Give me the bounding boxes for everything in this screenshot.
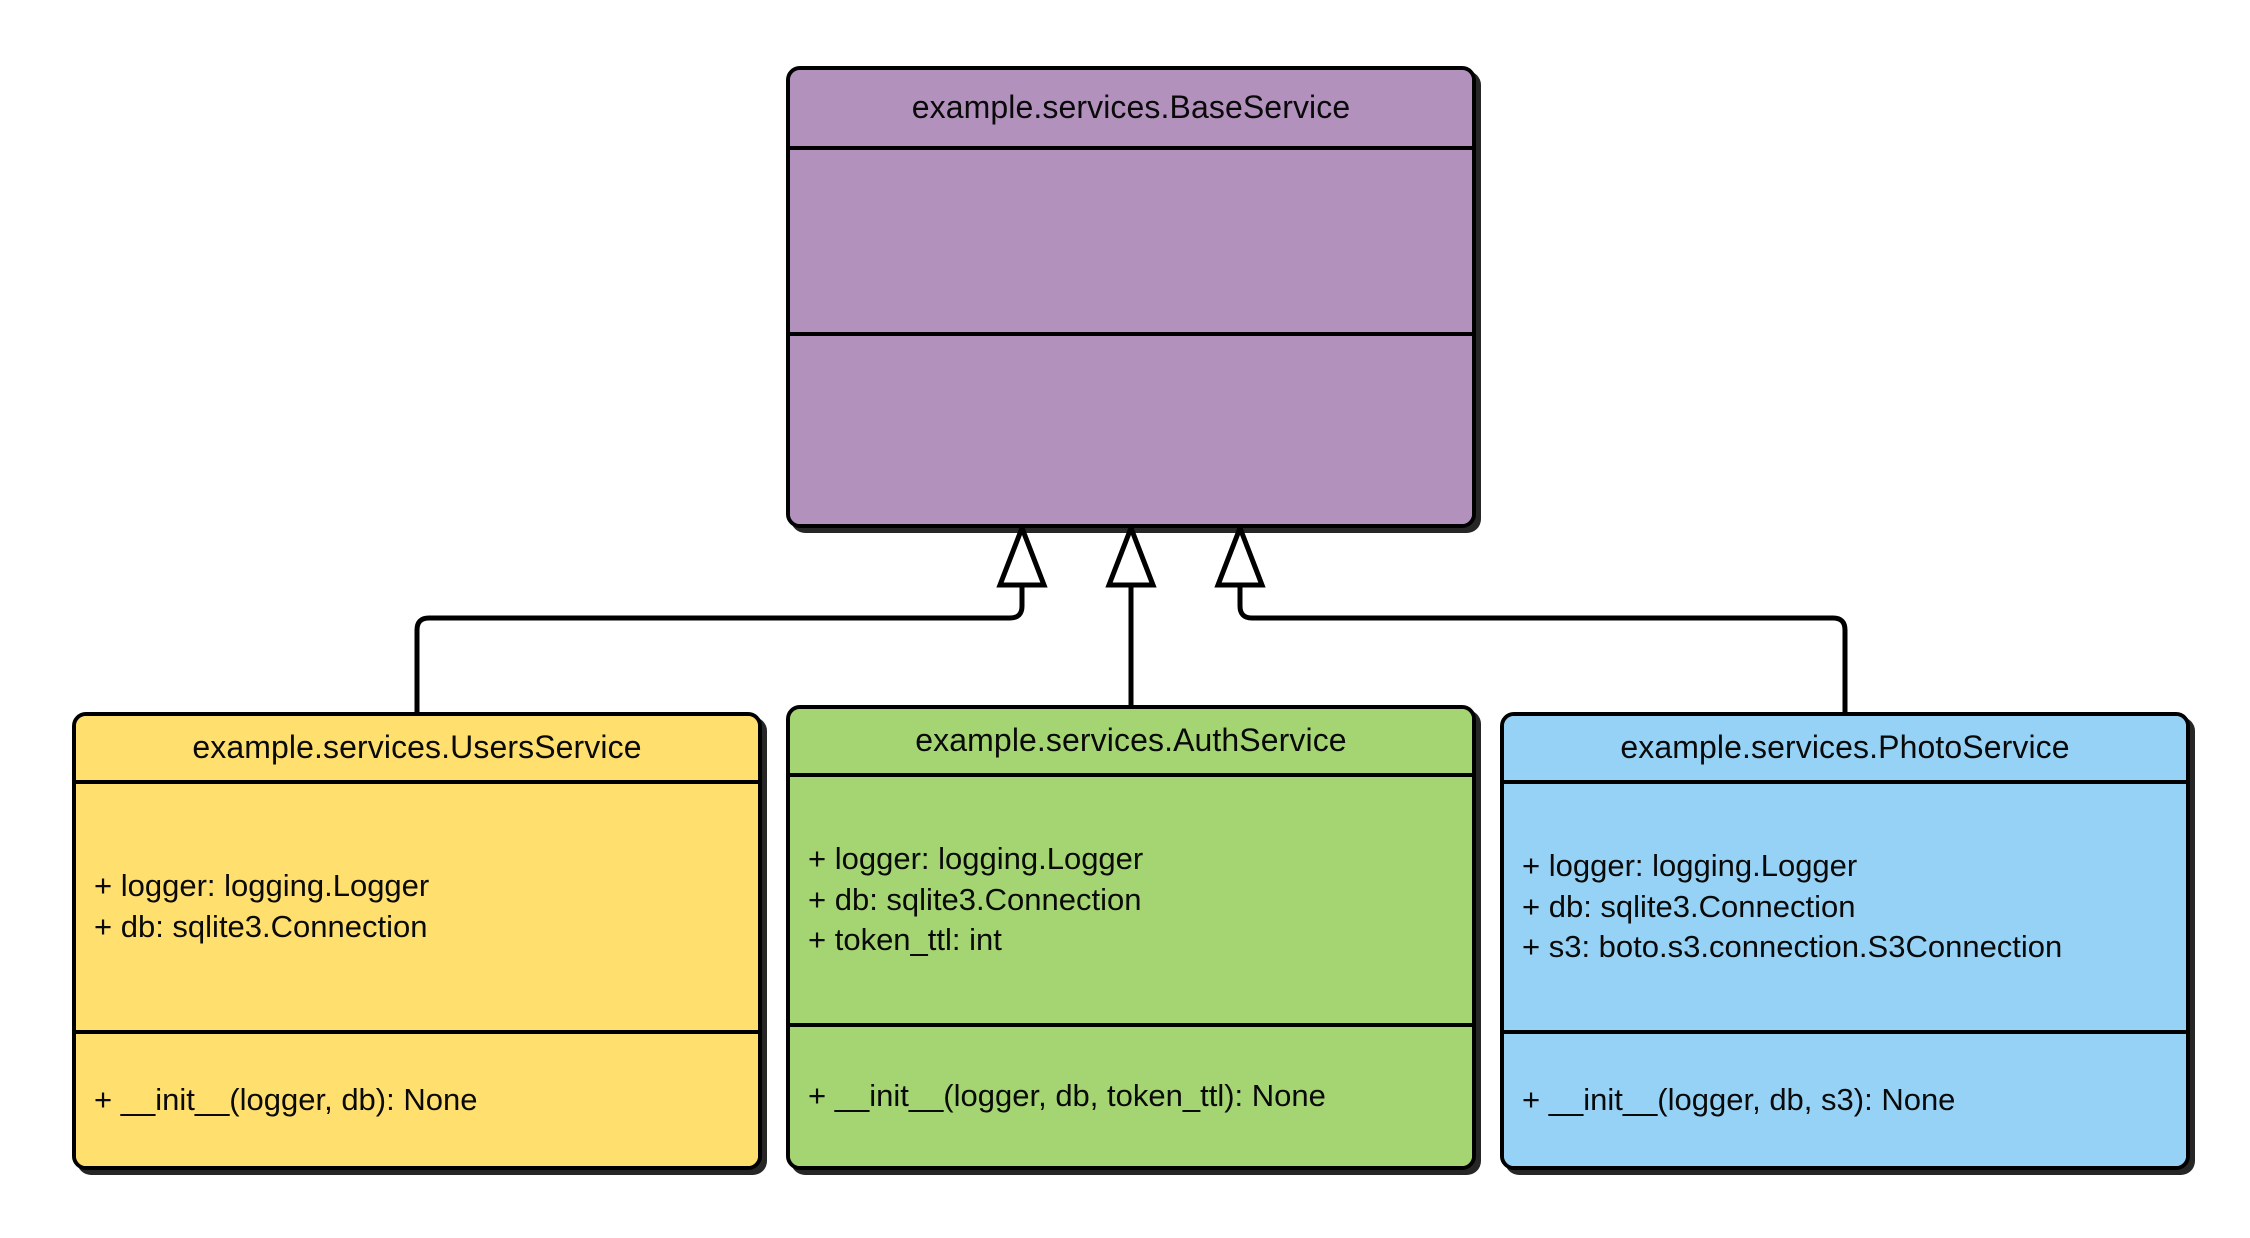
attribute-line: + db: sqlite3.Connection xyxy=(808,881,1142,917)
edge-users-line xyxy=(414,585,1025,712)
generalization-arrowhead-icon xyxy=(1214,521,1266,588)
class-methods-band-base-service xyxy=(790,336,1472,524)
class-attributes-band-photo-service: + logger: logging.Logger + db: sqlite3.C… xyxy=(1504,784,2186,1034)
class-title-photo-service: example.services.PhotoService xyxy=(1620,729,2070,766)
class-title-auth-service: example.services.AuthService xyxy=(915,722,1347,759)
class-attributes-band-auth-service: + logger: logging.Logger + db: sqlite3.C… xyxy=(790,777,1472,1027)
class-methods-band-photo-service: + __init__(logger, db, s3): None xyxy=(1504,1034,2186,1166)
generalization-arrowhead-icon xyxy=(1105,521,1157,588)
class-node-photo-service[interactable]: example.services.PhotoService + logger: … xyxy=(1500,712,2190,1170)
generalization-arrowhead-icon xyxy=(996,521,1048,588)
edge-photo-to-base xyxy=(1214,521,1848,712)
class-title-base-service: example.services.BaseService xyxy=(911,89,1351,126)
edge-auth-to-base xyxy=(1105,521,1157,705)
attribute-line: + db: sqlite3.Connection xyxy=(1522,888,1856,924)
edge-users-to-base xyxy=(414,521,1048,712)
attribute-line: + logger: logging.Logger xyxy=(1522,847,1858,883)
attribute-line: + token_ttl: int xyxy=(808,922,1002,958)
edge-photo-line xyxy=(1237,585,1848,712)
class-name-band-users-service: example.services.UsersService xyxy=(76,716,758,784)
attribute-line: + db: sqlite3.Connection xyxy=(94,909,428,944)
method-line: + __init__(logger, db): None xyxy=(94,1081,478,1117)
class-attributes-band-users-service: + logger: logging.Logger + db: sqlite3.C… xyxy=(76,784,758,1034)
class-name-band-photo-service: example.services.PhotoService xyxy=(1504,716,2186,784)
class-node-auth-service[interactable]: example.services.AuthService + logger: l… xyxy=(786,705,1476,1170)
class-attributes-band-base-service xyxy=(790,150,1472,336)
class-node-base-service[interactable]: example.services.BaseService xyxy=(786,66,1476,528)
class-name-band-auth-service: example.services.AuthService xyxy=(790,709,1472,777)
attribute-line: + logger: logging.Logger xyxy=(94,868,430,904)
attribute-line: + s3: boto.s3.connection.S3Connection xyxy=(1522,929,2063,965)
class-methods-band-auth-service: + __init__(logger, db, token_ttl): None xyxy=(790,1027,1472,1166)
method-line: + __init__(logger, db, s3): None xyxy=(1522,1081,1956,1117)
class-methods-band-users-service: + __init__(logger, db): None xyxy=(76,1034,758,1166)
attribute-line: + logger: logging.Logger xyxy=(808,840,1144,876)
class-title-users-service: example.services.UsersService xyxy=(192,729,642,766)
class-node-users-service[interactable]: example.services.UsersService + logger: … xyxy=(72,712,762,1170)
class-name-band-base-service: example.services.BaseService xyxy=(790,70,1472,150)
method-line: + __init__(logger, db, token_ttl): None xyxy=(808,1078,1326,1114)
